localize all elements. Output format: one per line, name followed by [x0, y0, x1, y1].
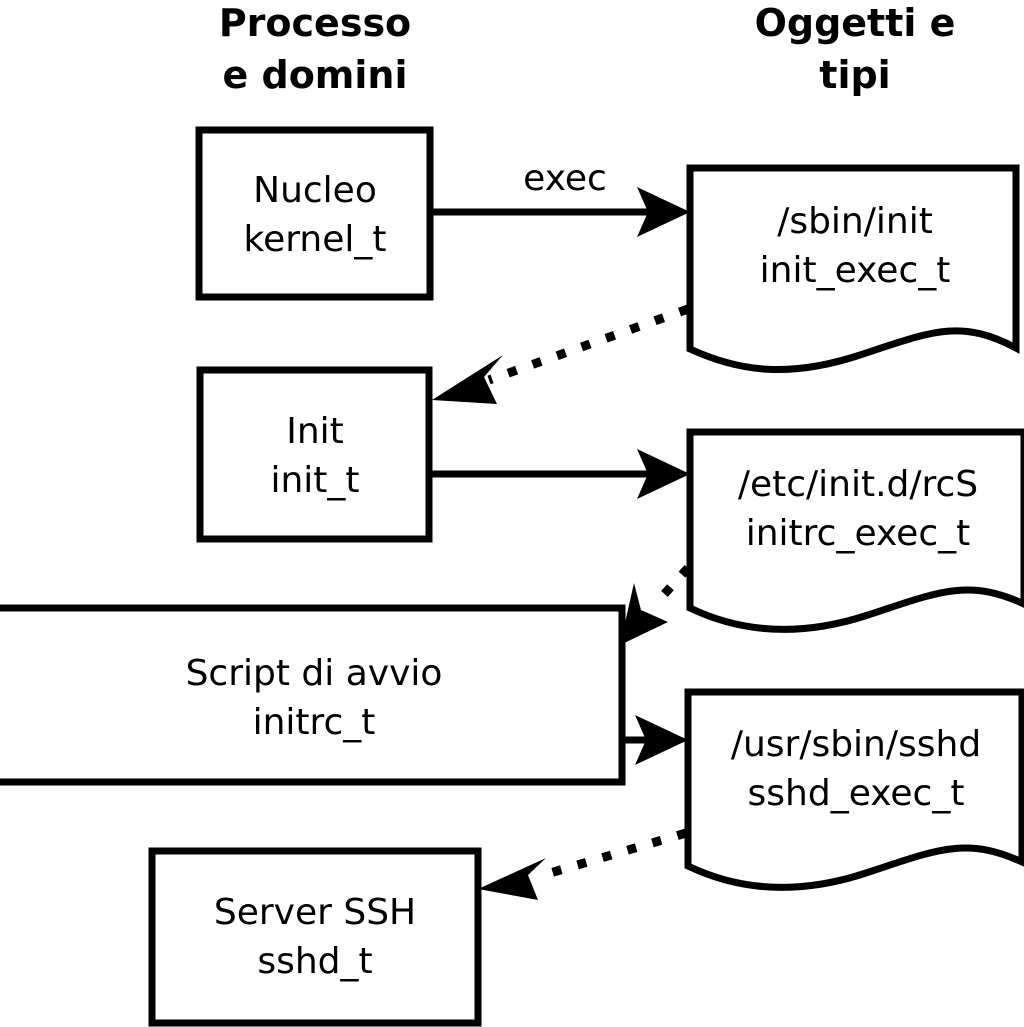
node-initrc-shape-fill	[0, 608, 622, 782]
edge-initrc-to-sshd-exec-file	[620, 715, 688, 765]
node-initrc-shape-border	[0, 604, 626, 786]
node-initrc-exec-file-label-line1: /etc/init.d/rcS	[738, 464, 978, 505]
node-sshd[interactable]: Server SSH sshd_t	[148, 847, 482, 1027]
column-header-right: Oggetti e tipi	[755, 1, 956, 97]
node-initrc-exec-file-shape-border	[686, 428, 1024, 633]
node-init-exec-file[interactable]: /sbin/init init_exec_t	[686, 164, 1020, 374]
edge-initrc-exec-file-to-initrc	[620, 564, 692, 645]
column-header-right-line2: tipi	[819, 53, 890, 97]
edge-kernel-exec-arrowhead	[637, 187, 690, 237]
edge-init-to-initrc-exec-file	[429, 449, 690, 499]
node-init-shape-border	[196, 366, 433, 543]
node-init[interactable]: Init init_t	[196, 366, 433, 543]
node-initrc-exec-file-shape-fill	[690, 432, 1024, 630]
node-kernel[interactable]: Nucleo kernel_t	[195, 126, 434, 301]
node-init-label-line2: init_t	[270, 460, 359, 501]
edge-sshd-exec-file-to-sshd-arrowhead	[478, 858, 546, 900]
column-header-left-line2: e domini	[222, 53, 407, 97]
edge-sshd-exec-file-to-sshd	[478, 828, 688, 900]
node-sshd-exec-file[interactable]: /usr/sbin/sshd sshd_exec_t	[684, 688, 1024, 891]
node-sshd-exec-file-shape-fill	[688, 692, 1022, 888]
column-header-left-line1: Processo	[219, 1, 411, 45]
node-kernel-shape-fill	[199, 130, 430, 297]
node-init-exec-file-shape-border	[686, 164, 1020, 374]
edge-initrc-to-sshd-exec-file-arrowhead	[635, 715, 688, 765]
node-initrc[interactable]: Script di avvio initrc_t	[0, 604, 626, 786]
edge-kernel-exec-label: exec	[523, 158, 607, 199]
node-sshd-exec-file-label-line2: sshd_exec_t	[748, 773, 965, 814]
node-sshd-exec-file-label-line1: /usr/sbin/sshd	[731, 724, 981, 765]
node-sshd-label-line1: Server SSH	[214, 892, 416, 933]
edge-initrc-exec-file-to-initrc-line	[654, 564, 692, 605]
edge-init-exec-file-to-init	[432, 304, 690, 404]
node-init-shape-fill	[200, 370, 429, 539]
node-initrc-exec-file[interactable]: /etc/init.d/rcS initrc_exec_t	[686, 428, 1024, 633]
node-kernel-label-line2: kernel_t	[244, 219, 387, 260]
edge-kernel-exec-init-exec-file: exec	[430, 158, 690, 237]
node-kernel-label-line1: Nucleo	[253, 170, 377, 211]
node-initrc-label-line2: initrc_t	[253, 702, 376, 743]
node-init-exec-file-label-line1: /sbin/init	[777, 201, 933, 242]
edge-init-exec-file-to-init-line	[487, 304, 690, 385]
node-initrc-label-line1: Script di avvio	[186, 653, 443, 694]
node-initrc-exec-file-label-line2: initrc_exec_t	[746, 513, 971, 554]
node-init-exec-file-shape-fill	[690, 168, 1016, 370]
column-header-right-line1: Oggetti e	[755, 1, 956, 45]
edge-init-to-initrc-exec-file-arrowhead	[637, 449, 690, 499]
node-init-exec-file-label-line2: init_exec_t	[760, 250, 951, 291]
edge-initrc-exec-file-to-initrc-arrowhead	[620, 583, 668, 645]
edge-sshd-exec-file-to-sshd-line	[538, 828, 688, 881]
node-init-label-line1: Init	[286, 411, 344, 452]
column-header-left: Processo e domini	[219, 1, 411, 97]
node-sshd-shape-border	[148, 847, 482, 1027]
node-sshd-shape-fill	[152, 851, 478, 1023]
node-sshd-exec-file-shape-border	[684, 688, 1024, 891]
edge-init-exec-file-to-init-arrowhead	[432, 355, 503, 404]
node-sshd-label-line2: sshd_t	[257, 941, 372, 982]
